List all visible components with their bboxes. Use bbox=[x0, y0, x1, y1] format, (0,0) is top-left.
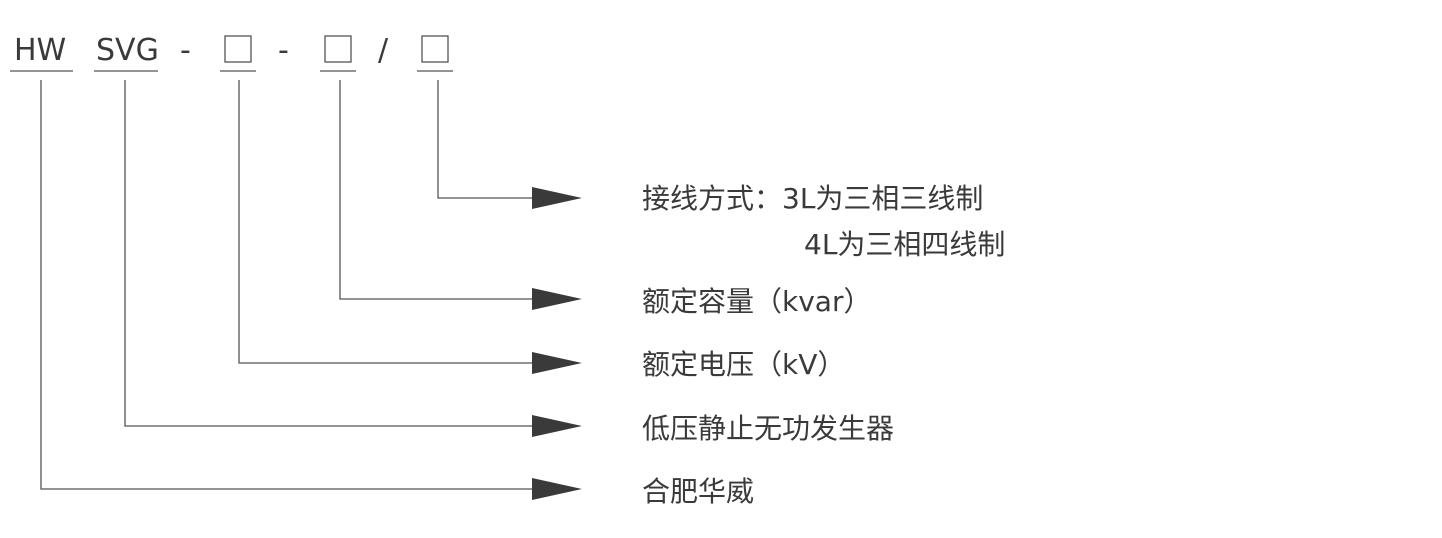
code-series: SVG bbox=[96, 33, 159, 68]
code-separator-3: / bbox=[378, 33, 389, 68]
connector-capacity bbox=[339, 80, 540, 300]
code-separator-1: - bbox=[180, 33, 191, 68]
connector-wiring bbox=[437, 80, 540, 199]
label-product: 低压静止无功发生器 bbox=[642, 412, 894, 445]
label-wiring-line2: 4L为三相四线制 bbox=[804, 228, 1005, 261]
arrowhead-product bbox=[532, 415, 582, 437]
code-separator-2: - bbox=[278, 33, 289, 68]
arrowhead-wiring bbox=[532, 187, 582, 209]
label-wiring-line1: 接线方式：3L为三相三线制 bbox=[642, 182, 983, 215]
arrowhead-company bbox=[532, 478, 582, 500]
arrowhead-capacity bbox=[532, 288, 582, 310]
connector-company bbox=[40, 80, 540, 490]
label-capacity: 额定容量（kvar） bbox=[642, 285, 871, 318]
placeholder-box-capacity bbox=[324, 35, 352, 63]
connector-product bbox=[124, 80, 540, 427]
arrowhead-voltage bbox=[532, 352, 582, 374]
placeholder-box-voltage bbox=[224, 35, 252, 63]
code-brand: HW bbox=[14, 33, 66, 68]
connector-voltage bbox=[238, 80, 540, 364]
label-company: 合肥华威 bbox=[642, 475, 754, 508]
placeholder-box-wiring bbox=[421, 35, 449, 63]
label-voltage: 额定电压（kV） bbox=[642, 348, 845, 381]
